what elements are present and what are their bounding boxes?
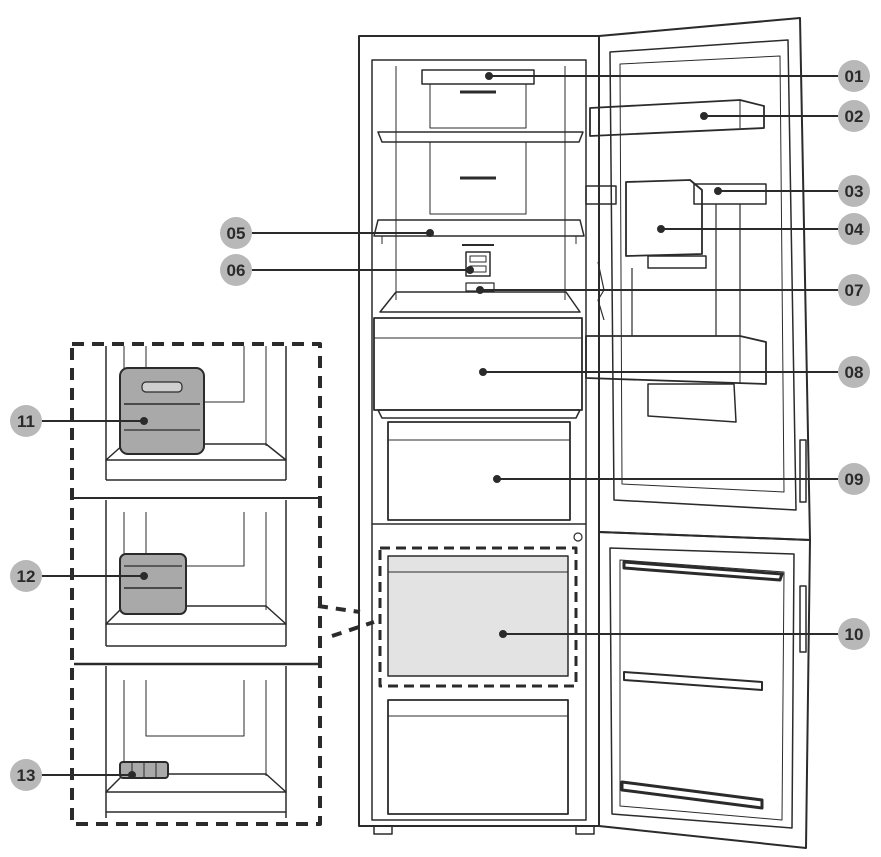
- callout-07: 07: [476, 274, 870, 306]
- badge-01: [838, 60, 870, 92]
- label-03: 03: [845, 182, 864, 201]
- callout-12: 12: [10, 560, 148, 592]
- badge-03: [838, 175, 870, 207]
- accessory-inset: [70, 342, 375, 826]
- callout-09: 09: [493, 463, 870, 495]
- callout-02: 02: [700, 100, 870, 132]
- callout-11: 11: [10, 405, 148, 437]
- label-02: 02: [845, 107, 864, 126]
- label-05: 05: [227, 224, 246, 243]
- fridge-cabinet: [358, 35, 600, 835]
- label-13: 13: [17, 766, 36, 785]
- callout-08: 08: [479, 356, 870, 388]
- badge-04: [838, 213, 870, 245]
- badge-10: [838, 618, 870, 650]
- label-08: 08: [845, 363, 864, 382]
- callout-06: 06: [220, 254, 474, 286]
- callout-03: 03: [714, 175, 870, 207]
- label-01: 01: [845, 67, 864, 86]
- badge-07: [838, 274, 870, 306]
- label-10: 10: [845, 625, 864, 644]
- callout-05: 05: [220, 217, 434, 249]
- callout-04: 04: [657, 213, 870, 245]
- callouts: 01 02 03 04 05: [10, 60, 870, 791]
- badge-06: [220, 254, 252, 286]
- label-06: 06: [227, 261, 246, 280]
- label-09: 09: [845, 470, 864, 489]
- badge-05: [220, 217, 252, 249]
- badge-13: [10, 759, 42, 791]
- label-07: 07: [845, 281, 864, 300]
- badge-11: [10, 405, 42, 437]
- label-12: 12: [17, 567, 36, 586]
- callout-13: 13: [10, 759, 136, 791]
- callout-10: 10: [499, 618, 870, 650]
- label-04: 04: [845, 220, 864, 239]
- badge-08: [838, 356, 870, 388]
- fridge-door: [585, 17, 811, 541]
- badge-09: [838, 463, 870, 495]
- freezer-door: [598, 531, 811, 849]
- badge-02: [838, 100, 870, 132]
- label-11: 11: [17, 412, 35, 431]
- callout-01: 01: [485, 60, 870, 92]
- badge-12: [10, 560, 42, 592]
